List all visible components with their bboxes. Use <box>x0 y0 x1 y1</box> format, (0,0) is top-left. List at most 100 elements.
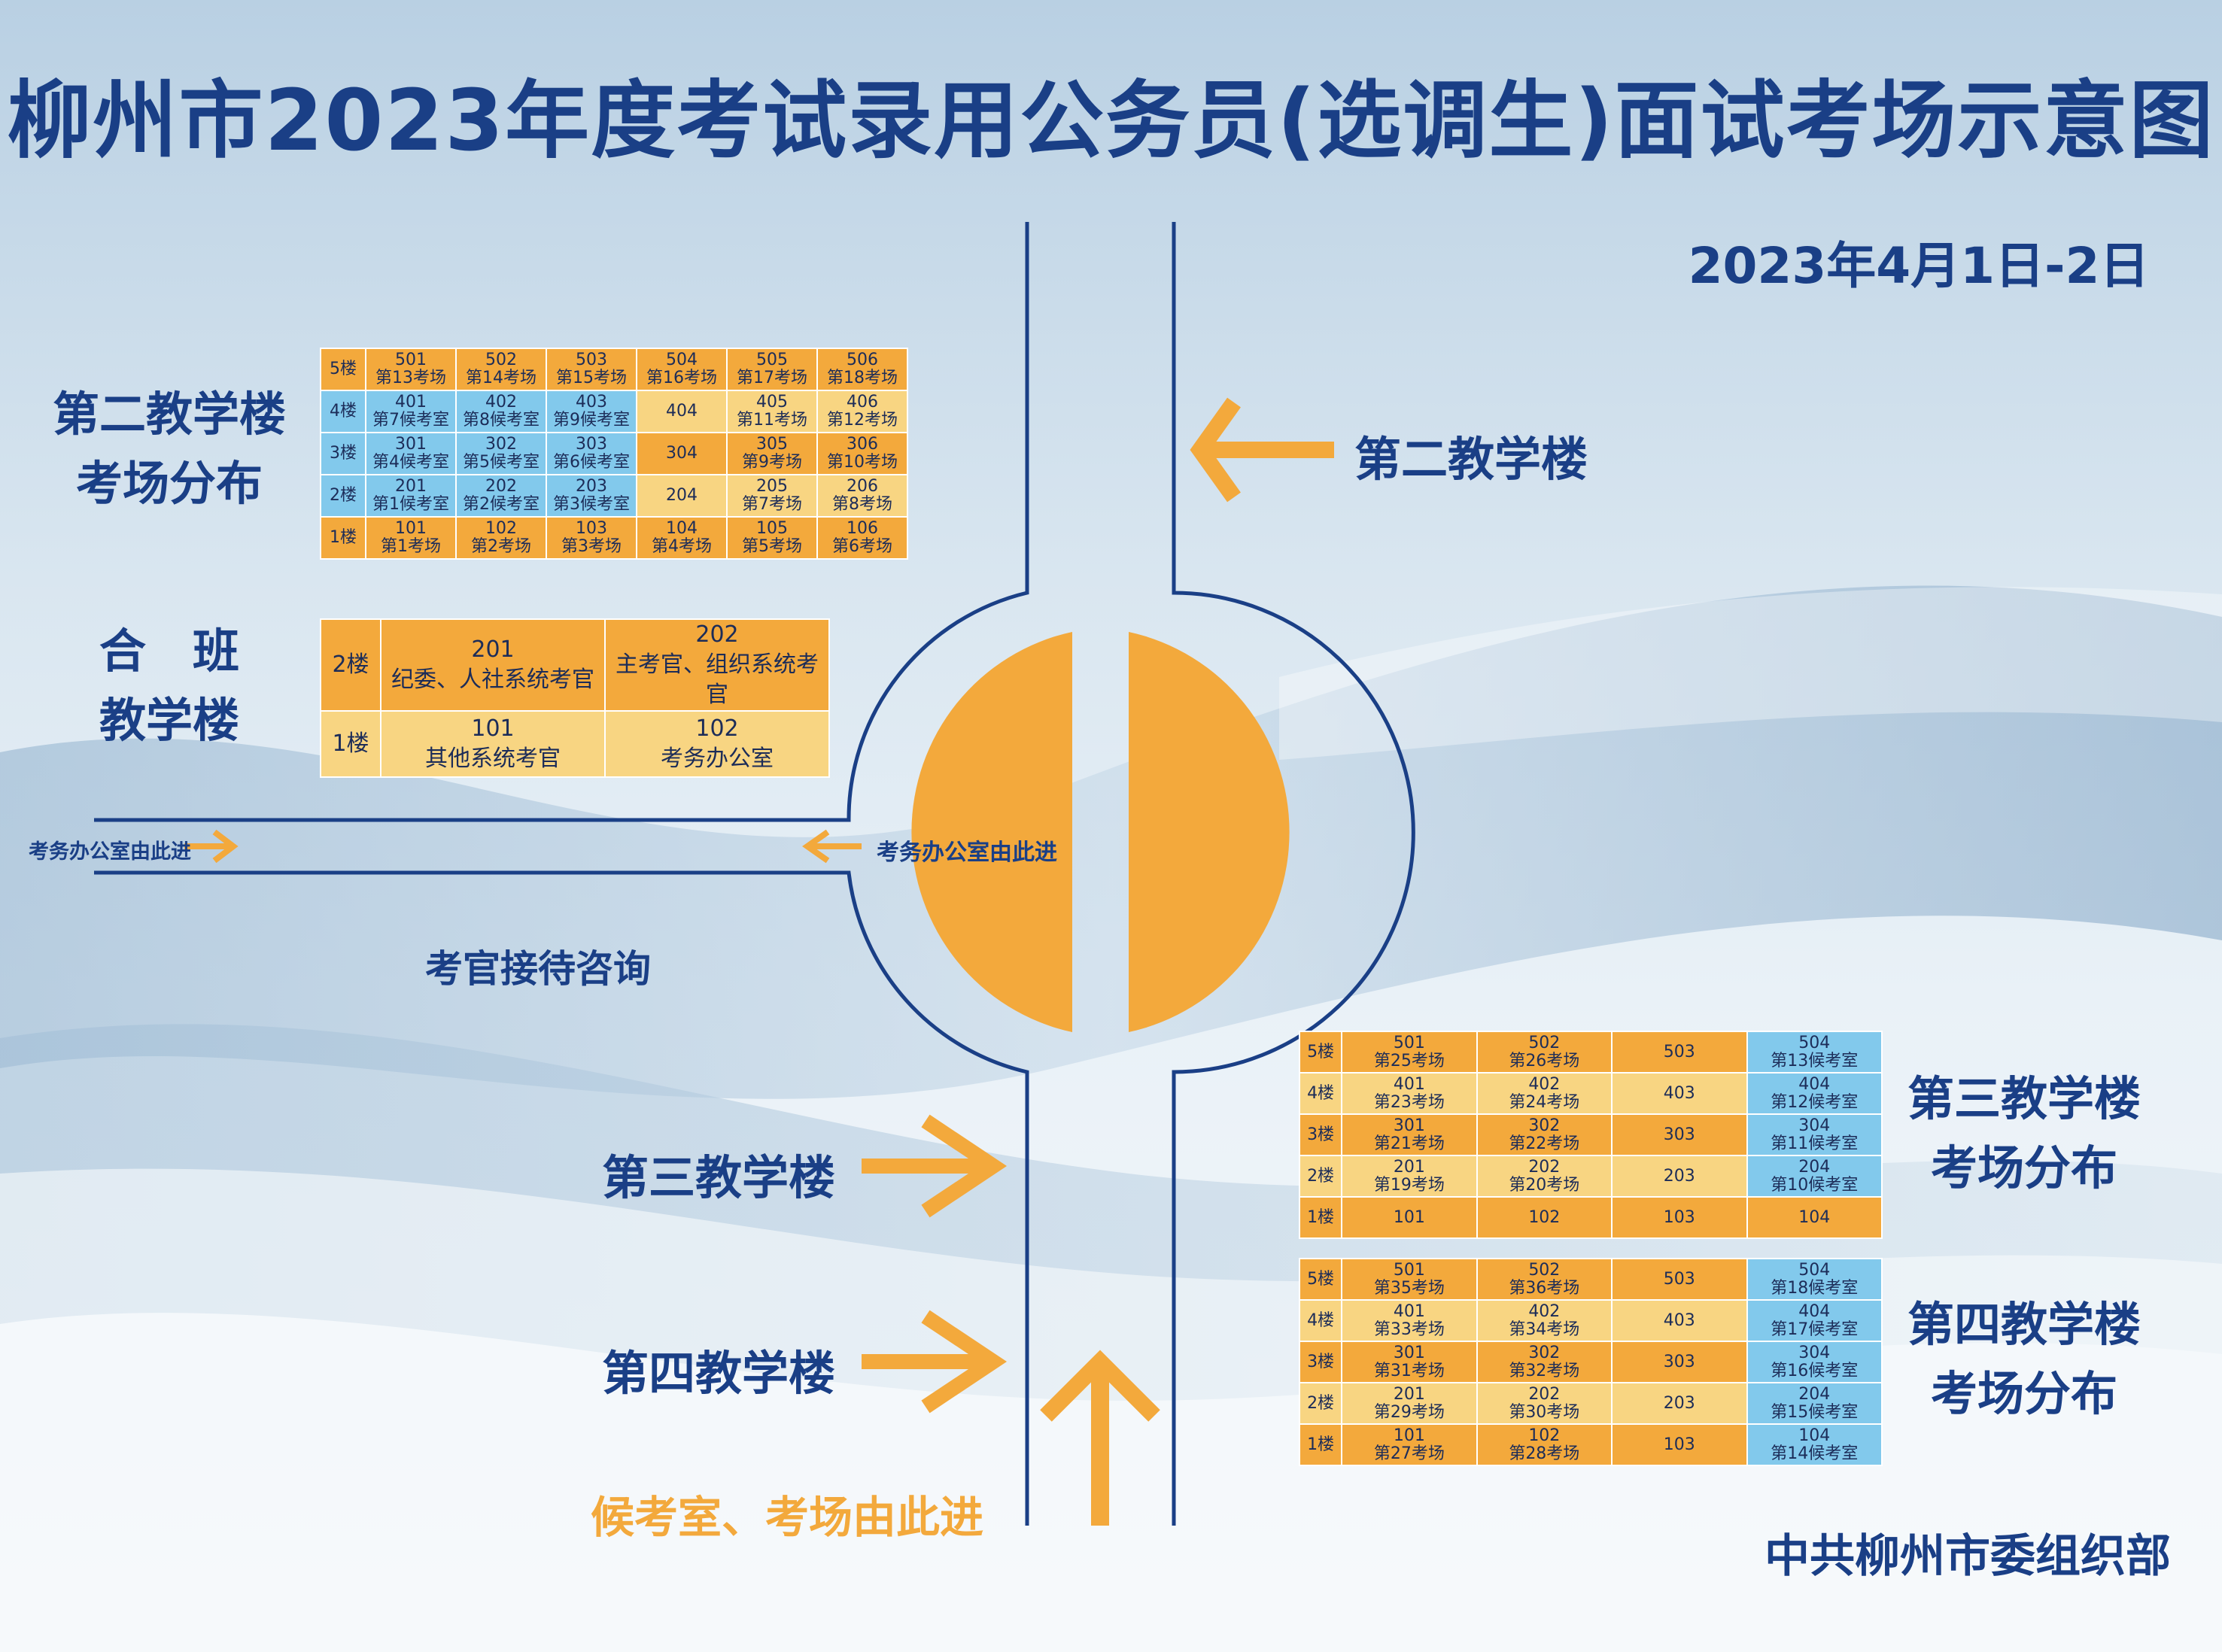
room-cell: 102 <box>1476 1196 1613 1239</box>
room-number: 501 <box>1393 1260 1425 1280</box>
room-purpose: 第23考场 <box>1373 1092 1445 1112</box>
floor-label: 1楼 <box>320 516 366 560</box>
building2-heading-line2: 考场分布 <box>75 456 263 511</box>
room-number: 503 <box>1663 1269 1695 1289</box>
room-purpose: 主考官、组织系统考官 <box>616 651 819 708</box>
room-purpose: 第2候考室 <box>463 495 540 514</box>
room-number: 201 <box>471 636 515 663</box>
road-right-edge <box>1172 222 1415 1526</box>
room-number: 202 <box>695 621 739 648</box>
room-purpose: 第8候考室 <box>463 411 540 430</box>
building2-heading-line1: 第二教学楼 <box>52 387 286 442</box>
room-number: 501 <box>1393 1033 1425 1052</box>
room-purpose: 第1候考室 <box>372 495 449 514</box>
reception-label: 考官接待咨询 <box>425 947 651 991</box>
floor-label: 2楼 <box>320 474 366 518</box>
floor-label: 5楼 <box>1298 1258 1343 1301</box>
room-number: 506 <box>847 351 878 369</box>
room-number: 203 <box>576 477 607 496</box>
room-purpose: 第9候考室 <box>553 411 630 430</box>
room-number: 301 <box>395 435 427 454</box>
room-purpose: 纪委、人社系统考官 <box>391 667 594 693</box>
room-number: 403 <box>576 393 607 411</box>
floor-label: 2楼 <box>320 618 381 712</box>
room-number: 401 <box>395 393 427 411</box>
exam-date: 2023年4月1日-2日 <box>1688 237 2150 295</box>
room-number: 302 <box>485 435 517 454</box>
room-number: 303 <box>576 435 607 454</box>
room-purpose: 第36考场 <box>1509 1278 1580 1298</box>
room-number: 201 <box>1393 1157 1425 1177</box>
room-number: 101 <box>395 519 427 538</box>
room-number: 101 <box>471 715 515 742</box>
room-purpose: 第7候考室 <box>372 411 449 430</box>
room-number: 302 <box>1528 1116 1561 1135</box>
arrow-left-office <box>802 829 830 864</box>
room-purpose: 第18候考室 <box>1771 1278 1859 1298</box>
room-purpose: 第4候考室 <box>372 453 449 472</box>
office-entrance-left-label: 考务办公室由此进 <box>29 840 191 864</box>
room-cell: 101 其他系统考官 <box>380 710 606 778</box>
room-purpose: 第7考场 <box>742 495 802 514</box>
room-cell: 203 <box>1611 1382 1748 1425</box>
room-purpose: 第11考场 <box>737 411 807 430</box>
floor-label: 4楼 <box>1298 1299 1343 1342</box>
floor-label: 5楼 <box>320 348 366 391</box>
room-purpose: 第13候考室 <box>1771 1051 1859 1070</box>
room-purpose: 第34考场 <box>1509 1319 1580 1339</box>
room-number: 101 <box>1393 1207 1425 1227</box>
room-cell: 104 <box>1746 1196 1883 1239</box>
room-cell: 303 <box>1611 1113 1748 1156</box>
room-number: 503 <box>1663 1042 1695 1061</box>
room-cell: 303 <box>1611 1341 1748 1383</box>
room-number: 203 <box>1663 1166 1695 1186</box>
room-purpose: 第6考场 <box>832 537 892 556</box>
room-purpose: 第8考场 <box>832 495 892 514</box>
organizer-label: 中共柳州市委组织部 <box>1765 1530 2171 1583</box>
room-number: 102 <box>1528 1426 1561 1445</box>
room-number: 102 <box>1528 1207 1561 1227</box>
room-number: 305 <box>756 435 788 454</box>
room-purpose: 其他系统考官 <box>425 746 561 772</box>
room-purpose: 第27考场 <box>1373 1444 1445 1463</box>
room-purpose: 第3候考室 <box>553 495 630 514</box>
room-purpose: 第15候考室 <box>1771 1402 1859 1422</box>
room-number: 502 <box>485 351 517 369</box>
floor-label: 4楼 <box>320 390 366 433</box>
room-number: 102 <box>485 519 517 538</box>
room-purpose: 第21考场 <box>1373 1134 1445 1153</box>
floor-label: 2楼 <box>1298 1155 1343 1198</box>
